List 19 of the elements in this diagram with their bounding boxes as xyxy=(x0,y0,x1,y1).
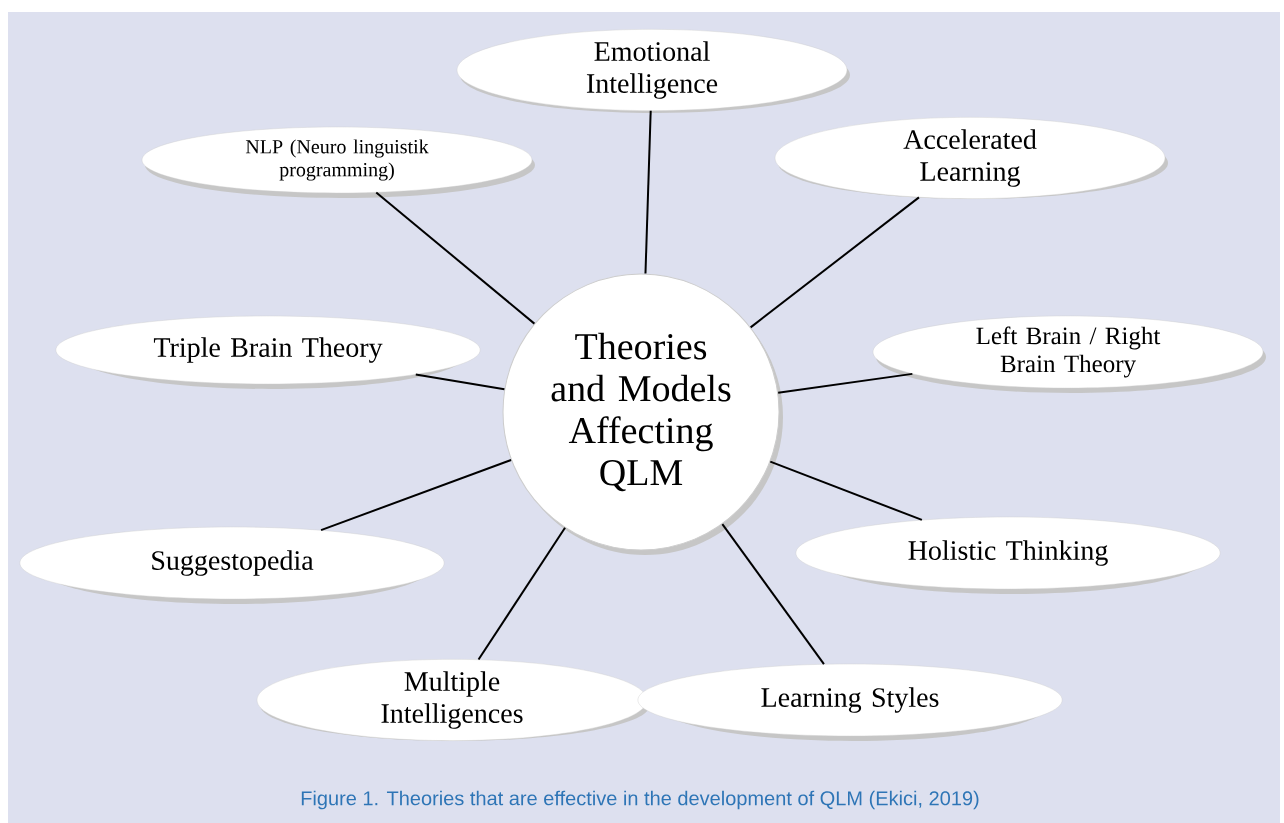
connector-line xyxy=(749,196,920,329)
connector-line xyxy=(644,109,652,275)
ellipse-node: Holistic Thinking xyxy=(795,516,1221,594)
ellipse-node: Left Brain / Right Brain Theory xyxy=(872,315,1266,393)
connector-line xyxy=(375,191,536,325)
connector-line xyxy=(769,460,923,521)
connector-line xyxy=(721,523,825,666)
ellipse-node: Triple Brain Theory xyxy=(55,315,481,389)
connector-line xyxy=(777,372,914,394)
caption: Figure 1. Theories that are effective in the development of QLM (Ekici, 2019) xyxy=(301,790,979,810)
connector-line xyxy=(320,458,513,532)
ellipse-node: Accelerated Learning xyxy=(774,117,1168,199)
ellipse-node: Suggestopedia xyxy=(19,526,445,604)
ellipse-node: Emotional Intelligence xyxy=(456,29,850,113)
connector-line xyxy=(414,373,506,391)
ellipse-node: NLP (Neuro linguistik programming) xyxy=(141,126,535,198)
ellipse-node: Learning Styles xyxy=(637,663,1063,741)
connector-line xyxy=(477,526,566,661)
ellipse-node: Multiple Intelligences xyxy=(256,659,650,741)
